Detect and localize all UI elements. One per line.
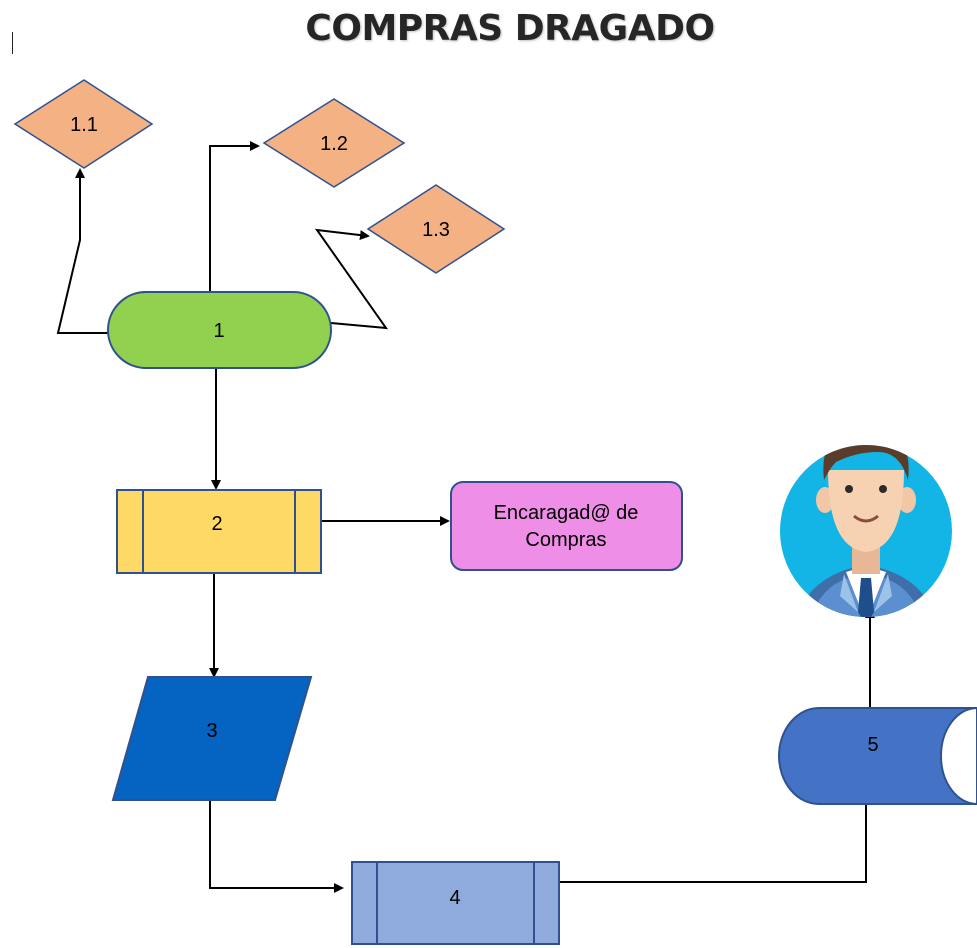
buyer-role-line-2: Compras bbox=[525, 529, 606, 551]
connector-1-to-1-3 bbox=[314, 228, 389, 330]
buyer-role-line-1: Encaragad@ de bbox=[494, 502, 639, 524]
page-title: COMPRAS DRAGADO bbox=[305, 8, 715, 49]
storage-5-label: 5 bbox=[867, 734, 878, 756]
buyer-role-box: Encaragad@ de Compras bbox=[450, 481, 683, 571]
decision-1-1-label: 1.1 bbox=[70, 114, 98, 136]
decision-1-3-label: 1.3 bbox=[422, 219, 450, 241]
text-cursor bbox=[12, 32, 13, 54]
terminator-1: 1 bbox=[107, 291, 332, 369]
decision-1-1: 1.1 bbox=[13, 79, 154, 169]
process-4: 4 bbox=[351, 861, 560, 945]
connector-4-to-5 bbox=[559, 782, 871, 883]
connector-1-to-1-1 bbox=[56, 168, 108, 334]
connector-1-to-1-2 bbox=[209, 141, 260, 293]
process-2: 2 bbox=[116, 489, 322, 574]
storage-5: 5 bbox=[778, 706, 977, 806]
data-3-label: 3 bbox=[206, 720, 217, 742]
connector-3-to-4 bbox=[209, 800, 344, 893]
businessman-avatar-icon bbox=[780, 445, 952, 617]
process-4-label: 4 bbox=[449, 887, 460, 909]
process-2-label: 2 bbox=[211, 513, 222, 535]
terminator-1-label: 1 bbox=[213, 320, 224, 342]
decision-1-3: 1.3 bbox=[366, 184, 506, 274]
data-3: 3 bbox=[111, 676, 313, 801]
decision-1-2: 1.2 bbox=[262, 98, 406, 188]
decision-1-2-label: 1.2 bbox=[320, 133, 348, 155]
